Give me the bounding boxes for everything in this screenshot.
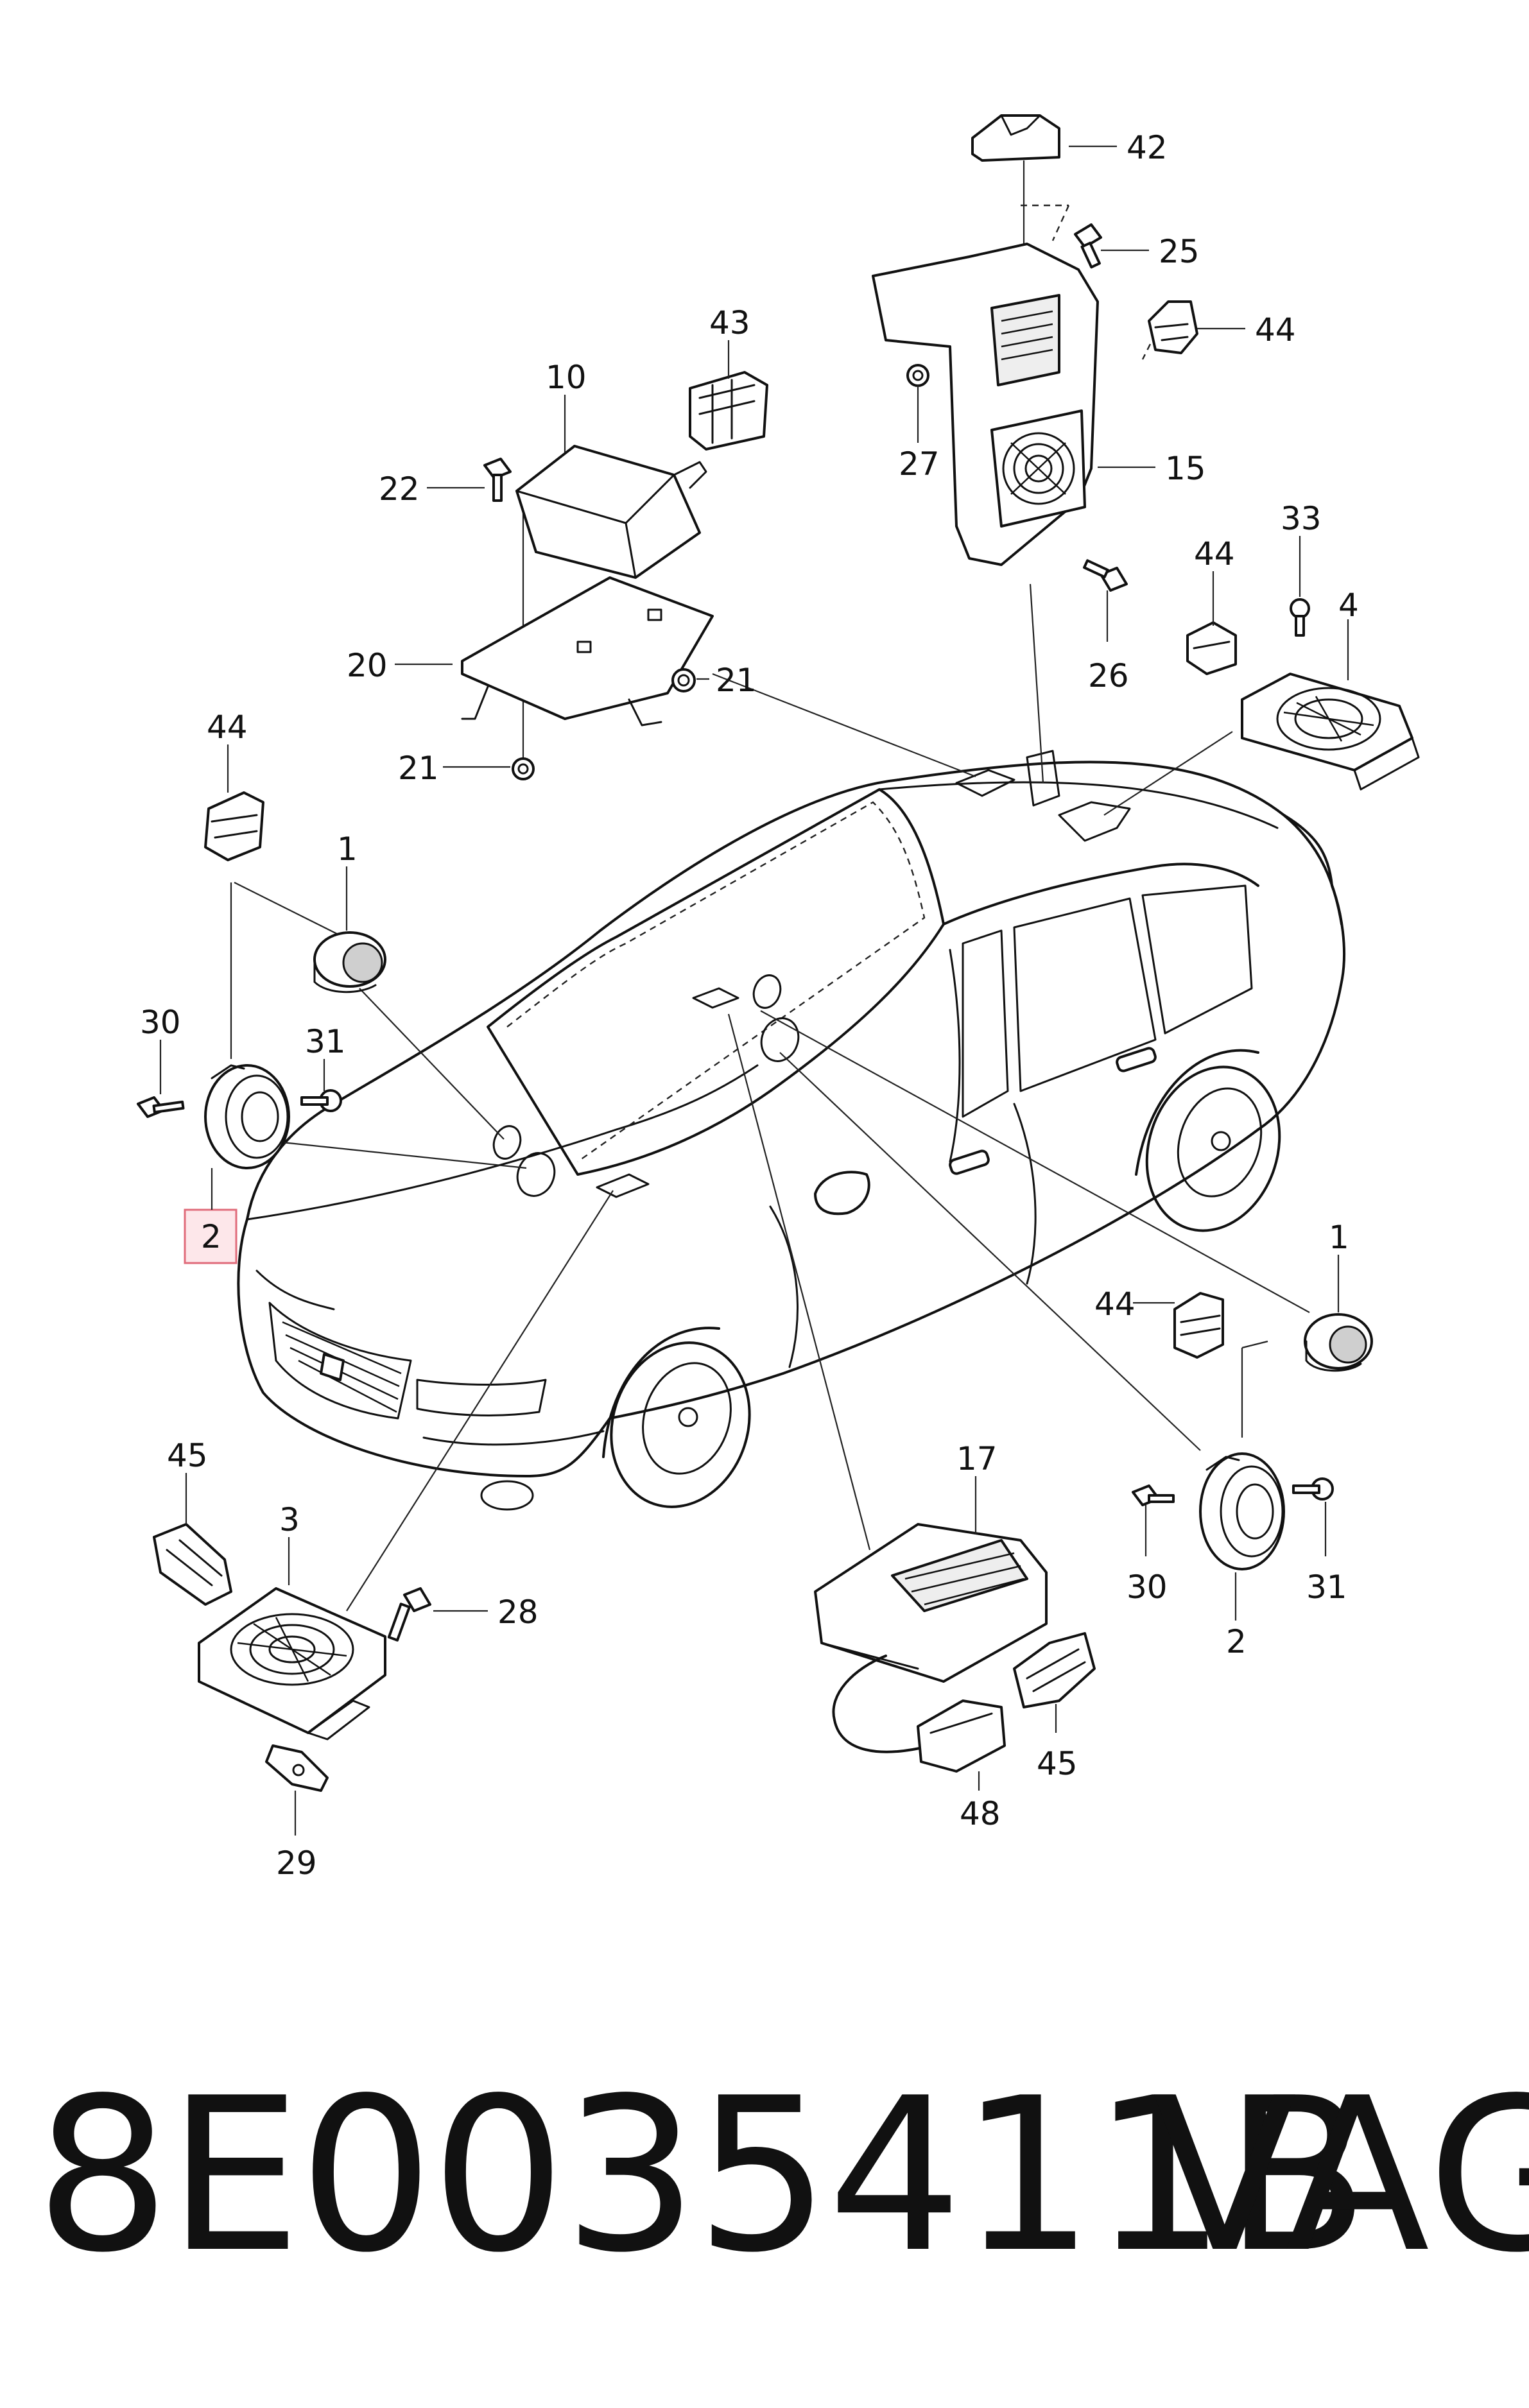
screw-28 (387, 1587, 431, 1642)
callout-1-right: 1 (1329, 1219, 1349, 1256)
callout-44-top: 44 (1255, 311, 1296, 348)
callout-4: 4 (1338, 587, 1359, 624)
clip-29 (265, 1744, 329, 1792)
callout-26: 26 (1088, 657, 1129, 694)
callout-28: 28 (497, 1594, 539, 1631)
selected-callout-highlight (184, 1208, 238, 1264)
tweeter-1-left (313, 931, 386, 993)
clip-44-top (1148, 300, 1198, 354)
callout-27: 27 (899, 445, 940, 483)
screw-26 (1083, 559, 1128, 592)
nut-21-left (512, 757, 535, 780)
rear-speaker-4 (1241, 673, 1420, 791)
callout-21-right: 21 (716, 662, 757, 699)
part-number: 8E0035411B (35, 2052, 1370, 2299)
nut-27 (906, 364, 929, 387)
screw-33 (1290, 598, 1310, 637)
callout-2-right: 2 (1226, 1623, 1247, 1660)
callout-45-right: 45 (1037, 1745, 1078, 1782)
screw-31-right (1292, 1477, 1334, 1501)
screw-30-right (1132, 1484, 1175, 1506)
car-outline (237, 750, 1345, 1511)
tweeter-1-right (1304, 1313, 1373, 1372)
callout-43: 43 (709, 304, 750, 341)
callout-33: 33 (1281, 500, 1322, 537)
door-speaker-2-left (204, 1064, 290, 1169)
screw-22 (483, 458, 512, 502)
callout-44-left: 44 (207, 709, 248, 746)
callout-30-right: 30 (1127, 1569, 1168, 1606)
callout-30-left: 30 (140, 1004, 181, 1041)
callout-48: 48 (960, 1795, 1001, 1832)
screw-25 (1074, 223, 1102, 269)
callout-45-left: 45 (167, 1437, 208, 1474)
callout-44-mid: 44 (1094, 1286, 1136, 1323)
screw-31-left (300, 1089, 342, 1112)
callout-10: 10 (546, 359, 587, 396)
leader-lines (230, 160, 1310, 1612)
callout-31-right: 31 (1306, 1569, 1347, 1606)
callout-1-left: 1 (337, 830, 358, 868)
callout-42: 42 (1127, 129, 1168, 166)
nut-21-right (671, 668, 696, 692)
callout-15: 15 (1165, 450, 1206, 487)
connector-48 (917, 1699, 1006, 1773)
clip-44-right (1186, 621, 1237, 675)
handle-42 (971, 114, 1060, 162)
callout-17: 17 (956, 1440, 998, 1477)
clip-44-left (204, 791, 264, 861)
callout-labels: 42 25 44 43 10 27 15 22 33 44 4 26 20 21… (140, 129, 1359, 1882)
connector-45-left (153, 1523, 232, 1606)
door-speaker-2-right (1199, 1452, 1285, 1570)
callout-25: 25 (1159, 233, 1200, 270)
callout-31-left: 31 (305, 1023, 346, 1060)
brand-name: VAG (1152, 2052, 1529, 2299)
callout-2-left: 2 (201, 1218, 221, 1255)
connector-45-right (1013, 1632, 1096, 1708)
callout-22: 22 (379, 470, 420, 508)
callout-21-left: 21 (398, 750, 439, 787)
bracket-20 (461, 576, 714, 727)
screw-30-left (137, 1096, 185, 1118)
callout-20: 20 (347, 647, 388, 684)
clip-44-mid (1173, 1292, 1224, 1359)
cable (832, 1655, 932, 1753)
callout-44-right: 44 (1194, 535, 1235, 572)
module-17 (814, 1523, 1048, 1683)
connector-43 (689, 371, 768, 451)
center-speaker-3 (198, 1587, 386, 1741)
callout-3: 3 (279, 1501, 300, 1538)
control-unit-10 (515, 445, 707, 579)
callout-29: 29 (276, 1845, 317, 1882)
amplifier-15 (872, 243, 1099, 566)
